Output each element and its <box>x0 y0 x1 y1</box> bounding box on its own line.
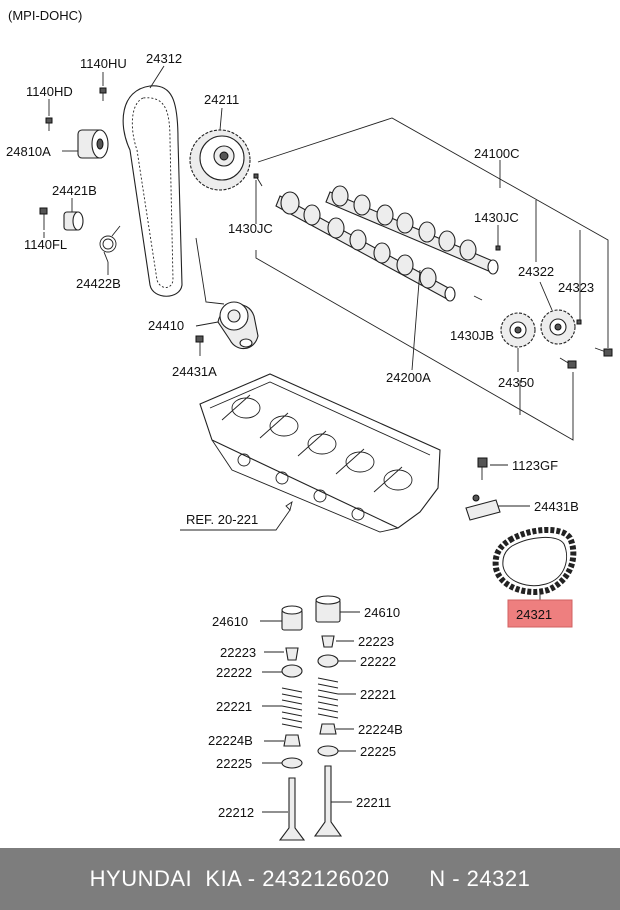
label-24200a: 24200A <box>386 370 431 385</box>
valve-tappet-right <box>315 595 341 623</box>
valve-tappet-left <box>281 605 303 631</box>
exploded-parts-diagram: (MPI-DOHC) 24312 1140HU 1140HD 24810A 24… <box>6 8 613 841</box>
label-1140hu: 1140HU <box>80 56 127 71</box>
reference-label: REF. 20-221 <box>186 512 258 527</box>
pin-1430jc-right <box>495 245 501 251</box>
valve-cotter-right <box>321 635 335 648</box>
label-1430jc-right: 1430JC <box>474 210 519 225</box>
chain-guide-24431b <box>465 494 501 521</box>
label-22222-left: 22222 <box>216 665 252 680</box>
label-22223-right: 22223 <box>358 634 394 649</box>
valve-spring-left <box>281 687 303 729</box>
cam-sprocket-24211 <box>189 129 251 191</box>
valve-retainer-right <box>317 654 339 668</box>
idler-pulley <box>77 129 109 159</box>
label-22221-right: 22221 <box>360 687 396 702</box>
bushing-24421b <box>63 211 84 231</box>
part-number-footer: HYUNDAI KIA - 2432126020 N - 24321 <box>0 848 620 910</box>
valve-retainer-left <box>281 664 303 678</box>
valve-stem-seal-right <box>319 723 337 735</box>
valve-stem-seal-left <box>283 734 301 747</box>
label-22224b-left: 22224B <box>208 733 253 748</box>
label-24312: 24312 <box>146 51 182 66</box>
label-22225-left: 22225 <box>216 756 252 771</box>
label-22222-right: 22222 <box>360 654 396 669</box>
label-1140hd: 1140HD <box>26 84 73 99</box>
label-22224b-right: 22224B <box>358 722 403 737</box>
label-24100c: 24100C <box>474 146 520 161</box>
label-24422b: 24422B <box>76 276 121 291</box>
bolt-24431a <box>195 335 204 356</box>
camshaft-intake <box>275 191 456 302</box>
label-1123gf: 1123GF <box>512 458 558 473</box>
label-22223-left: 22223 <box>220 645 256 660</box>
bolt-1140fl <box>39 207 48 230</box>
sprocket-bolt-right <box>594 347 613 357</box>
exhaust-valve <box>278 777 306 841</box>
label-1140fl: 1140FL <box>24 237 67 252</box>
tensioner-spring <box>99 225 121 263</box>
bolt-1140hd <box>45 117 53 131</box>
label-24610-left: 24610 <box>212 614 248 629</box>
label-24321: 24321 <box>516 607 552 622</box>
label-22225-right: 22225 <box>360 744 396 759</box>
label-24431a: 24431A <box>172 364 217 379</box>
highlighted-part-box <box>507 599 573 628</box>
label-1430jb: 1430JB <box>450 328 494 343</box>
spring-seat-right <box>317 745 339 757</box>
valve-cotter-left <box>285 647 299 661</box>
bolt-1140hu <box>99 87 107 101</box>
pin-1430jc-left <box>253 173 263 187</box>
variant-label: (MPI-DOHC) <box>8 8 82 23</box>
label-22212: 22212 <box>218 805 254 820</box>
label-1430jc-left: 1430JC <box>228 221 273 236</box>
label-24810a: 24810A <box>6 144 51 159</box>
pin-24323 <box>576 319 582 325</box>
timing-belt <box>122 85 183 297</box>
label-24211: 24211 <box>204 92 239 107</box>
camshaft-exhaust <box>325 185 499 275</box>
label-24610-right: 24610 <box>364 605 400 620</box>
label-24431b: 24431B <box>534 499 579 514</box>
label-22221-left: 22221 <box>216 699 252 714</box>
cam-sprocket-24350 <box>500 312 536 348</box>
label-24322: 24322 <box>518 264 554 279</box>
valve-spring-right <box>317 677 339 719</box>
label-22211: 22211 <box>356 795 391 810</box>
label-24323: 24323 <box>558 280 594 295</box>
timing-chain <box>492 526 577 595</box>
intake-valve <box>313 765 343 837</box>
footer-text: HYUNDAI KIA - 2432126020 N - 24321 <box>89 866 531 891</box>
belt-tensioner <box>217 301 259 350</box>
sprocket-bolt-left <box>559 357 577 369</box>
label-24350: 24350 <box>498 375 534 390</box>
spring-seat-left <box>281 757 303 769</box>
label-24421b: 24421B <box>52 183 97 198</box>
bolt-1123gf <box>477 457 488 480</box>
label-24410: 24410 <box>148 318 184 333</box>
cylinder-head <box>199 373 441 533</box>
cam-sprocket-24322 <box>540 309 576 345</box>
